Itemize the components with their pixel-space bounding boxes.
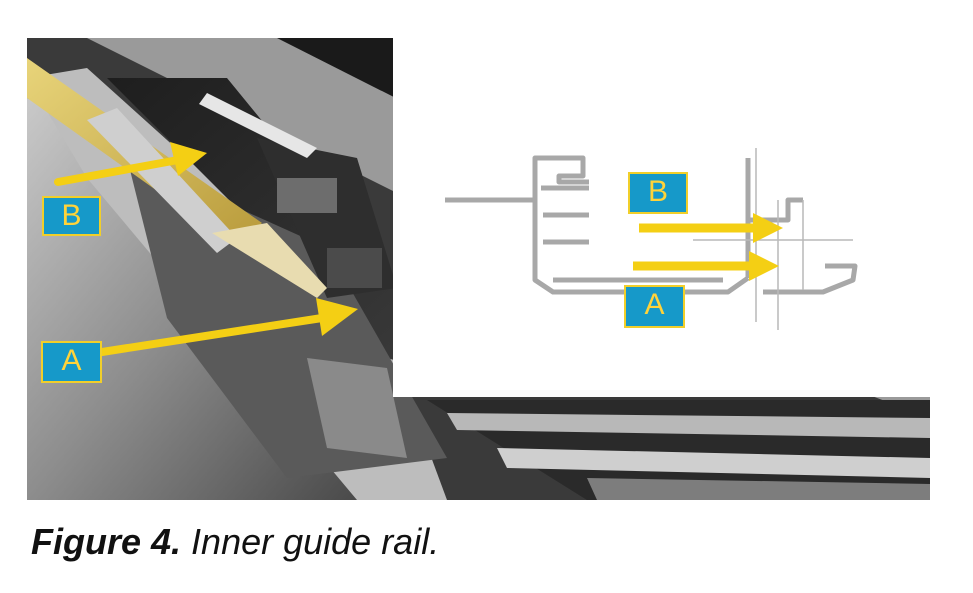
- photo-arrows: [54, 142, 358, 356]
- drawing-label-b: B: [628, 172, 688, 214]
- cross-section-drawing: [445, 148, 858, 330]
- photo-arrow-a: [98, 298, 358, 356]
- drawing-arrow-a: [633, 251, 779, 281]
- photo-arrow-b: [54, 142, 207, 186]
- drawing-label-a: A: [624, 285, 685, 328]
- figure-4: B A: [27, 30, 953, 500]
- figure-caption-text: Inner guide rail.: [191, 521, 440, 562]
- photo-label-b: B: [42, 196, 101, 236]
- photo-label-a: A: [41, 341, 102, 383]
- cross-section-inset: B A: [393, 30, 953, 397]
- figure-caption: Figure 4. Inner guide rail.: [31, 521, 439, 563]
- drawing-arrow-b: [639, 213, 783, 243]
- figure-number: Figure 4.: [31, 521, 182, 562]
